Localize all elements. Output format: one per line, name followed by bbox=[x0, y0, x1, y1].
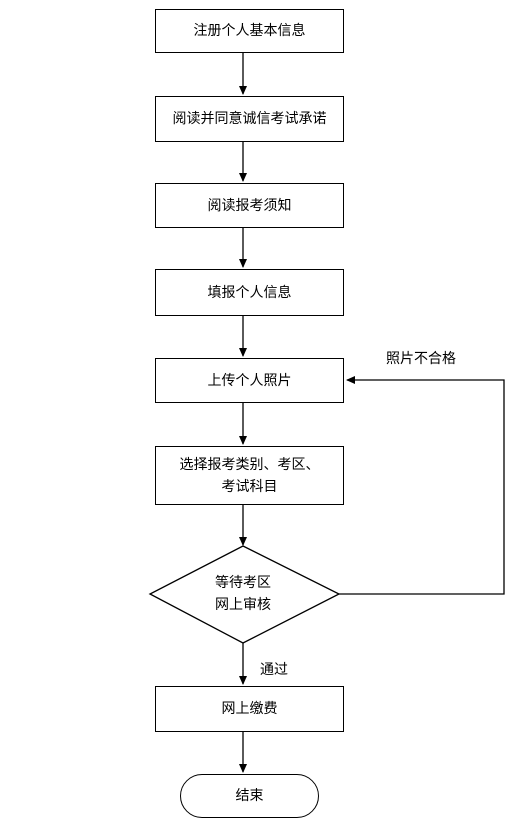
step-pay-text: 网上缴费 bbox=[221, 701, 278, 717]
step-read-promise-text: 阅读并同意诚信考试承诺 bbox=[172, 111, 327, 127]
arrow-reject-loop bbox=[339, 376, 505, 595]
step-fill-info-text: 填报个人信息 bbox=[207, 284, 292, 301]
step-read-notice: 阅读报考须知 bbox=[155, 183, 344, 228]
step-end-text: 结束 bbox=[235, 788, 264, 804]
step-upload-photo: 上传个人照片 bbox=[155, 358, 344, 403]
step-review-line1: 等待考区 bbox=[215, 575, 271, 591]
step-register: 注册个人基本信息 bbox=[155, 9, 344, 53]
step-end: 结束 bbox=[180, 774, 319, 818]
step-read-promise: 阅读并同意诚信考试承诺 bbox=[155, 96, 344, 142]
label-passed: 通过 bbox=[260, 662, 288, 678]
step-select-line2: 考试科目 bbox=[221, 478, 278, 495]
step-upload-photo-text: 上传个人照片 bbox=[207, 372, 292, 389]
step-pay: 网上缴费 bbox=[155, 686, 344, 732]
step-register-text: 注册个人基本信息 bbox=[193, 23, 306, 39]
review-decision-diamond bbox=[148, 545, 341, 644]
step-fill-info: 填报个人信息 bbox=[155, 269, 344, 316]
step-select-line1: 选择报考类别、考区、 bbox=[179, 456, 320, 473]
step-review-line2: 网上审核 bbox=[215, 597, 271, 613]
step-select-category: 选择报考类别、考区、 考试科目 bbox=[155, 446, 344, 505]
step-review-text: 等待考区 网上审核 bbox=[183, 572, 303, 616]
label-photo-rejected: 照片不合格 bbox=[386, 351, 456, 367]
step-read-notice-text: 阅读报考须知 bbox=[207, 197, 292, 214]
